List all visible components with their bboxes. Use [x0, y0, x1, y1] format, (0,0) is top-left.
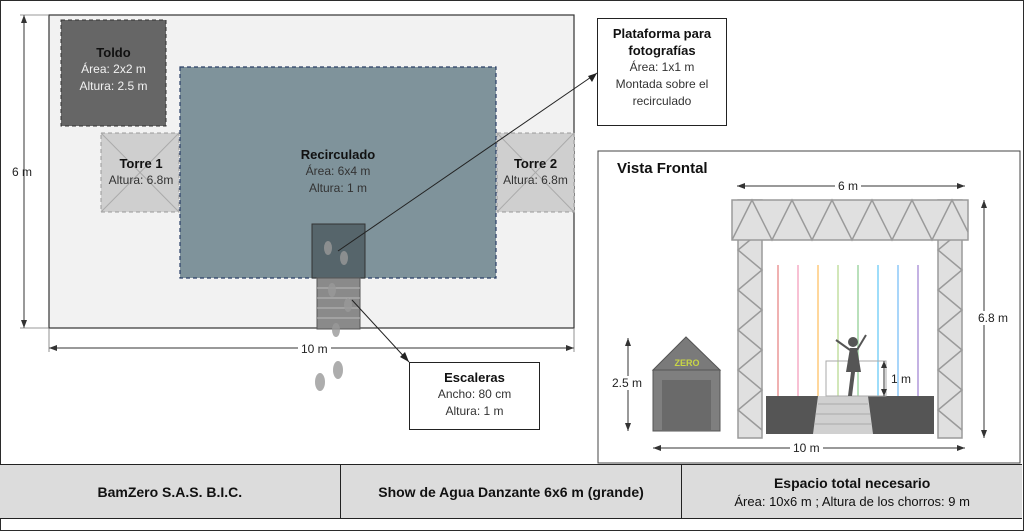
truss-top — [731, 198, 969, 242]
escaleras-callout: Escaleras Ancho: 80 cm Altura: 1 m — [409, 362, 540, 430]
plataforma-note-1: Montada sobre el — [615, 77, 709, 91]
plataforma-title-1: Plataforma para — [612, 26, 712, 41]
toldo-height: Altura: 2.5 m — [79, 79, 148, 93]
footer-show-text: Show de Agua Danzante 6x6 m (grande) — [378, 483, 644, 500]
front-dim-right-label: 6.8 m — [976, 311, 1011, 325]
footer-company: BamZero S.A.S. B.I.C. — [0, 465, 341, 518]
water-jets — [777, 265, 919, 396]
toldo-label: Toldo Área: 2x2 m Altura: 2.5 m — [61, 44, 166, 95]
front-dim-platform-label: 1 m — [891, 372, 912, 386]
footer-bar: BamZero S.A.S. B.I.C. Show de Agua Danza… — [0, 464, 1022, 519]
escaleras-width: Ancho: 80 cm — [437, 387, 512, 401]
torre1-shape — [100, 132, 180, 213]
front-view-title: Vista Frontal — [617, 160, 708, 177]
toldo-shape — [60, 19, 167, 127]
recirculado-height: Altura: 1 m — [308, 181, 368, 195]
footprints — [315, 241, 352, 391]
toldo-area: Área: 2x2 m — [81, 62, 146, 76]
plan-dim-width: 10 m — [298, 342, 331, 356]
torre2-shape — [496, 132, 575, 213]
front-tent — [651, 336, 722, 432]
torre1-label: Torre 1 Altura: 6.8m — [101, 155, 181, 189]
plataforma-title-2: fotografías — [628, 43, 696, 58]
recirculado-area: Área: 6x4 m — [305, 164, 371, 178]
escaleras-height: Altura: 1 m — [445, 404, 504, 418]
toldo-title: Toldo — [96, 45, 131, 60]
front-dim-bottom-label: 10 m — [790, 441, 823, 455]
footer-company-text: BamZero S.A.S. B.I.C. — [97, 483, 243, 500]
escaleras-shape — [316, 277, 361, 330]
tent-brand-logo: ZERO — [674, 358, 700, 368]
plataforma-callout: Plataforma para fotografías Área: 1x1 m … — [597, 18, 727, 126]
footer-space-title: Espacio total necesario — [773, 474, 931, 491]
plataforma-note-2: recirculado — [632, 94, 692, 108]
torre1-title: Torre 1 — [119, 156, 163, 171]
torre2-label: Torre 2 Altura: 6.8m — [497, 155, 574, 189]
recirculado-label: Recirculado Área: 6x4 m Altura: 1 m — [278, 146, 398, 197]
dancer-silhouette — [835, 334, 867, 396]
escaleras-title: Escaleras — [444, 370, 505, 385]
footer-space-detail: Área: 10x6 m ; Altura de los chorros: 9 … — [734, 493, 970, 509]
escaleras-leader — [351, 299, 410, 363]
recirculado-title: Recirculado — [300, 147, 376, 162]
torre2-title: Torre 2 — [513, 156, 558, 171]
front-dim-left-label: 2.5 m — [610, 376, 645, 390]
torre2-height: Altura: 6.8m — [503, 173, 568, 187]
plataforma-area: Área: 1x1 m — [629, 60, 695, 74]
torre1-height: Altura: 6.8m — [108, 173, 174, 187]
footer-show: Show de Agua Danzante 6x6 m (grande) — [341, 465, 683, 518]
plataforma-leader — [337, 72, 598, 252]
front-dim-top-label: 6 m — [835, 179, 862, 193]
plan-dim-height: 6 m — [12, 165, 33, 179]
footer-space: Espacio total necesario Área: 10x6 m ; A… — [682, 465, 1022, 518]
